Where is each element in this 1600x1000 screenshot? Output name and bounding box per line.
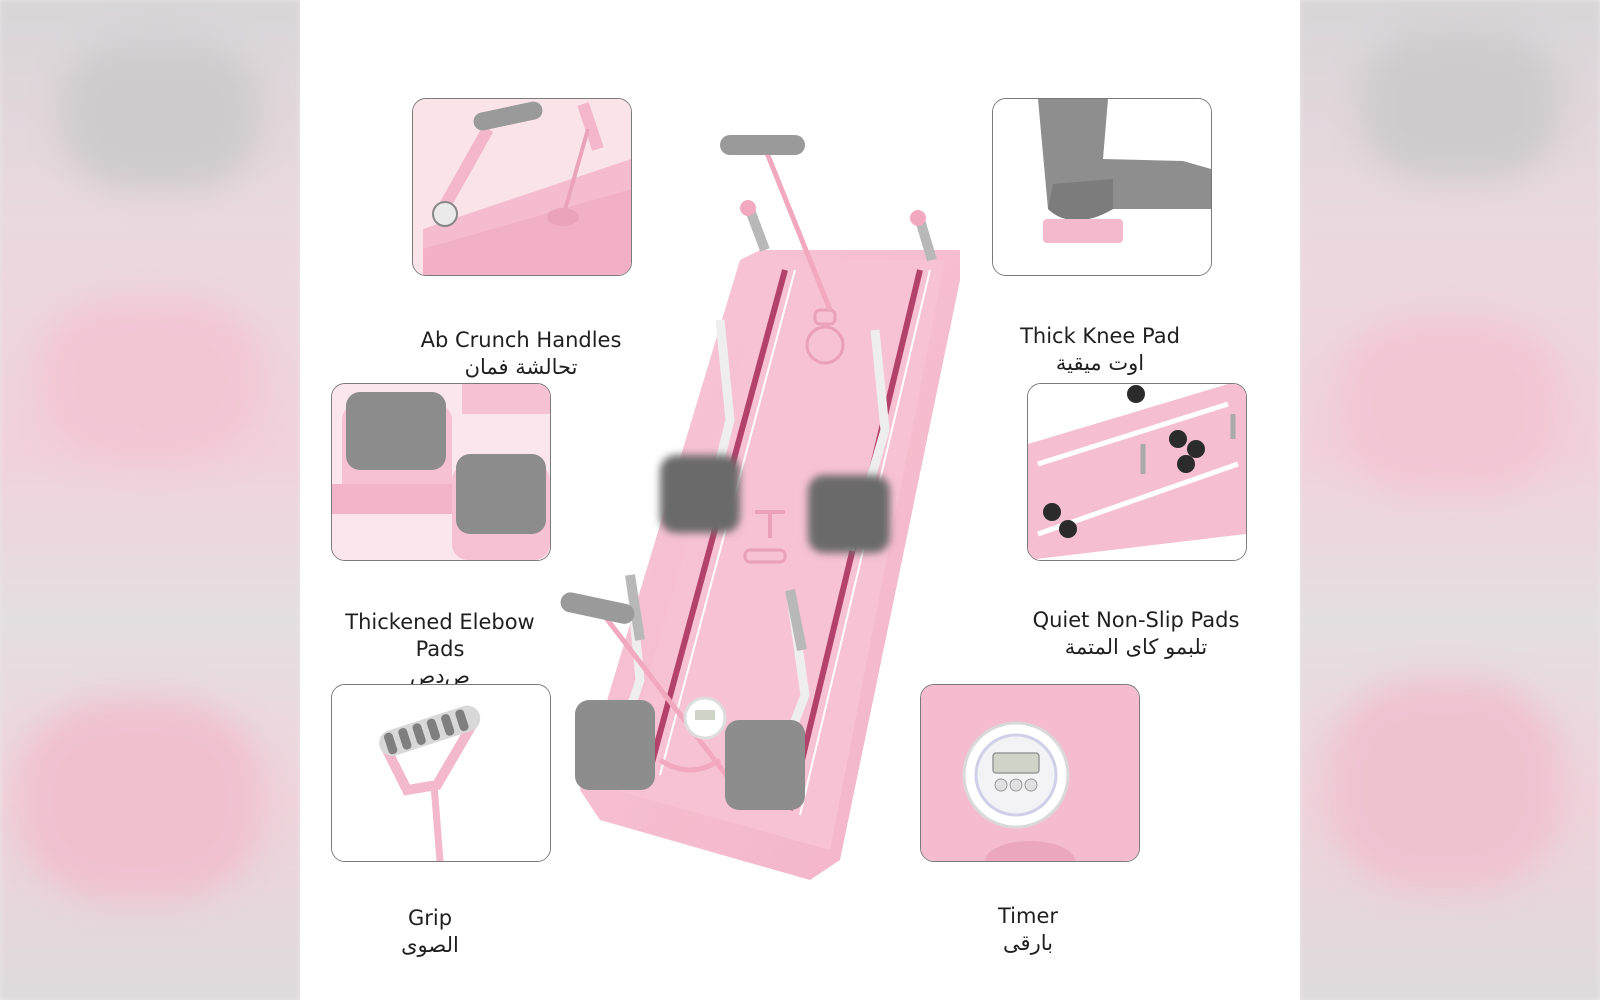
elbow-pad-photo bbox=[331, 383, 551, 561]
non-slip-pad-photo bbox=[1027, 383, 1247, 561]
elbow-pads-label-en: Thickened Elebow Pads bbox=[345, 610, 535, 661]
timer-label-en: Timer bbox=[997, 904, 1059, 928]
non-slip-label-en: Quiet Non-Slip Pads bbox=[1032, 608, 1240, 632]
blurred-background-left bbox=[0, 0, 300, 1000]
elbow-pads-label: Thickened Elebow Pads ص‌دص bbox=[300, 582, 590, 717]
knee-pad-label-ar: اوت ميقية bbox=[1055, 351, 1145, 375]
grip-label-en: Grip bbox=[407, 906, 453, 930]
grip-handle-photo bbox=[331, 684, 551, 862]
knee-pad-label: Thick Knee Pad اوت ميقية bbox=[950, 296, 1250, 404]
ab-crunch-label-en: Ab Crunch Handles bbox=[420, 328, 622, 352]
non-slip-label: Quiet Non-Slip Pads تلبمو كاى المتمة bbox=[986, 580, 1286, 688]
knee-pad-label-en: Thick Knee Pad bbox=[1020, 324, 1180, 348]
knee-pad-photo bbox=[992, 98, 1212, 276]
plank-board-photo bbox=[540, 120, 1000, 890]
ab-crunch-handle-photo bbox=[412, 98, 632, 276]
product-feature-panel: Ab Crunch Handles تحالشة فمان Thick Knee… bbox=[300, 0, 1300, 1000]
ab-crunch-label: Ab Crunch Handles تحالشة فمان bbox=[371, 300, 671, 408]
timer-label-ar: بارقى bbox=[1003, 931, 1053, 955]
timer-photo bbox=[920, 684, 1140, 862]
blurred-background-right bbox=[1300, 0, 1600, 1000]
timer-label: Timer بارقى bbox=[878, 876, 1178, 984]
grip-label: Grip الصوى bbox=[300, 878, 580, 986]
grip-label-ar: الصوى bbox=[401, 933, 459, 957]
ab-crunch-label-ar: تحالشة فمان bbox=[464, 355, 578, 379]
non-slip-label-ar: تلبمو كاى المتمة bbox=[1064, 635, 1208, 659]
